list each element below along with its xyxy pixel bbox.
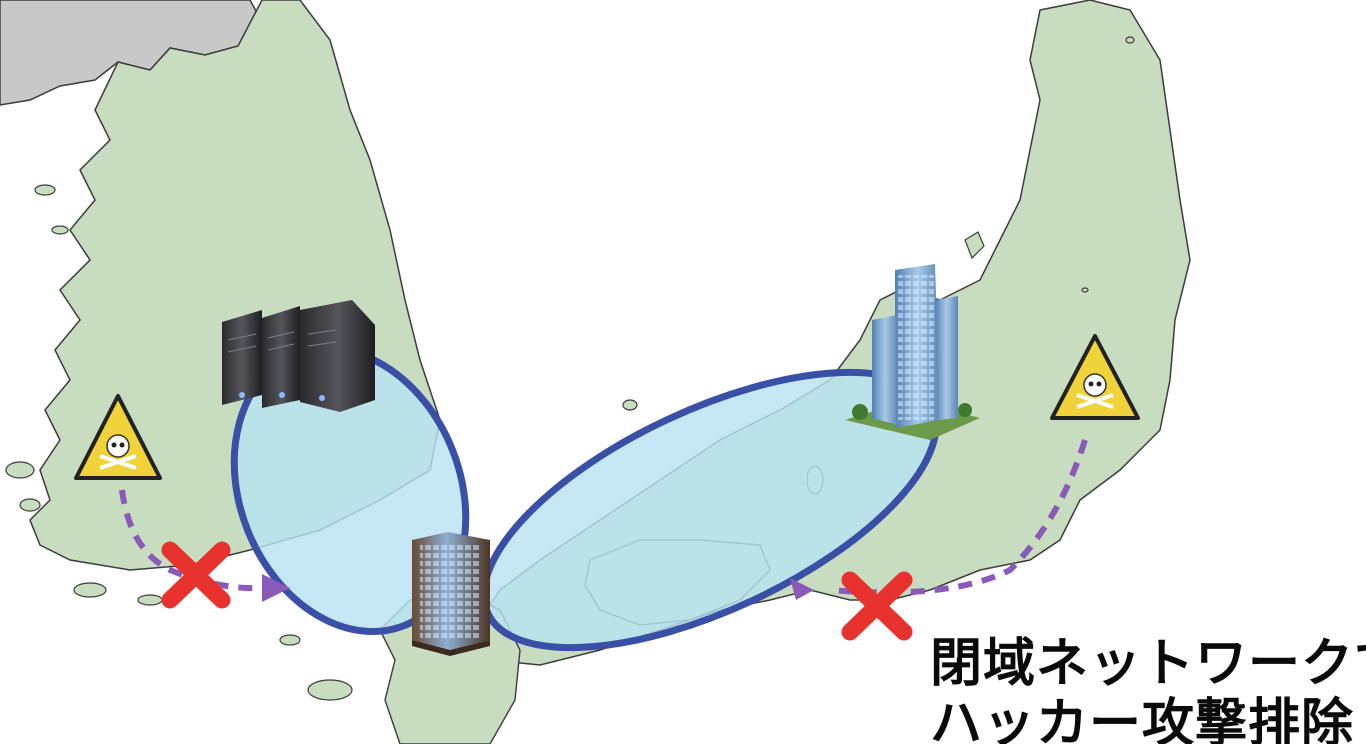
- red-x-icon: [841, 571, 913, 641]
- caption-line-2: ハッカー攻撃排除: [930, 694, 1355, 744]
- skull-warning-icon: [74, 394, 162, 480]
- caption-line-1: 閉域ネットワークで: [930, 634, 1366, 694]
- office-tower-icon: [845, 264, 980, 440]
- attack-path-left: [119, 489, 290, 602]
- caption-text: 閉域ネットワークで ハッカー攻撃排除: [930, 634, 1366, 744]
- server-rack-icon: [222, 300, 375, 412]
- red-x-icon: [161, 541, 231, 609]
- closed-network-links: [230, 344, 940, 652]
- skull-warning-icon: [1050, 334, 1140, 420]
- korea-islands: [5, 184, 638, 701]
- office-building-icon: [412, 532, 490, 656]
